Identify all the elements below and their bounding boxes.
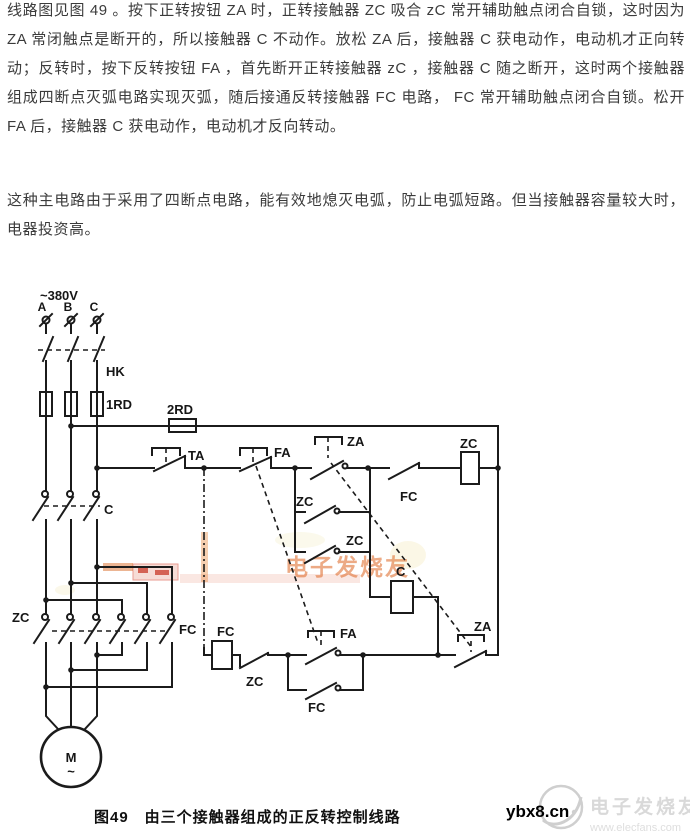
stop-button-ta [151, 447, 205, 473]
label-zc-main-contacts: ZC [12, 610, 30, 625]
ybx-watermark: ybx8.cn [506, 802, 569, 821]
c-coil [390, 580, 414, 614]
knife-switch-hk [38, 323, 106, 391]
fc-coil [211, 640, 233, 670]
label-fc-selflock: FC [308, 700, 326, 715]
brand-url-watermark: www.elecfans.com [589, 822, 681, 834]
fc-interlock-contact [367, 461, 462, 481]
label-fc-main-contacts: FC [179, 622, 197, 637]
ghost-watermark: 电子发烧友 [55, 532, 426, 595]
label-phase-b: B [64, 300, 73, 314]
label-supply-voltage: ~380V [40, 288, 78, 303]
control-circuit: 2RD TA FA [68, 402, 501, 715]
label-control-fuse: 2RD [167, 402, 193, 417]
za-interlock-contact [453, 634, 499, 669]
crossover-wiring [43, 564, 173, 614]
label-forward-button: ZA [347, 434, 365, 449]
forward-button-za [294, 436, 369, 481]
fa-linkage-dashed-line [255, 465, 319, 644]
elecfans-watermark-logo [538, 784, 584, 830]
zc-coil [460, 451, 480, 485]
label-zc-stage2: ZC [346, 533, 364, 548]
zc-selflock-branch [294, 467, 371, 598]
contact-merge-wiring [43, 642, 173, 690]
label-main-fuse: 1RD [106, 397, 132, 412]
paragraph-2: 这种主电路由于采用了四断点电路，能有效地熄灭电弧，防止电弧短路。但当接触器容量较… [7, 192, 685, 238]
label-c-coil: C [396, 564, 406, 579]
label-phase-a: A [38, 300, 47, 314]
main-fuses-1rd [39, 389, 104, 417]
paragraph-1: 线路图见图 49 。按下正转按钮 ZA 时，正转接触器 ZC 吸合 zC 常开辅… [7, 2, 685, 135]
fc-selflock-contact [287, 654, 364, 701]
main-circuit: ~380V A B C HK 1RD [12, 288, 197, 789]
label-reverse-button-bottom: FA [340, 626, 357, 641]
figure-caption: 图49 由三个接触器组成的正反转控制线路 [94, 808, 401, 826]
label-zc-selflock: ZC [296, 494, 314, 509]
motor-symbol: M ~ [39, 654, 103, 789]
label-reverse-button-top: FA [274, 445, 291, 460]
control-fuse-2rd [168, 418, 197, 433]
label-motor-wave: ~ [67, 764, 75, 779]
brand-watermark: 电子发烧友 [590, 795, 690, 818]
label-c-main-contacts: C [104, 502, 114, 517]
label-knife-switch: HK [106, 364, 125, 379]
label-zc-interlock-bottom: ZC [246, 674, 264, 689]
label-zc-coil: ZC [460, 436, 478, 451]
label-motor: M [66, 750, 77, 765]
reverse-button-fa-nc [238, 447, 296, 473]
reverse-button-fa-no [287, 630, 364, 666]
label-phase-c: C [90, 300, 99, 314]
c-main-contacts [31, 490, 101, 522]
label-fc-coil: FC [217, 624, 235, 639]
ghost-brand-text: 电子发烧友 [285, 554, 410, 580]
label-za-interlock: ZA [474, 619, 492, 634]
za-linkage-dashed-line [330, 462, 473, 649]
zc-fc-main-contact-row [32, 613, 177, 645]
zc-interlock-bottom [231, 651, 289, 670]
circuit-figure: 电子发烧友 ~380V A B C HK [12, 288, 690, 834]
label-fc-interlock: FC [400, 489, 418, 504]
label-stop-button: TA [188, 448, 205, 463]
